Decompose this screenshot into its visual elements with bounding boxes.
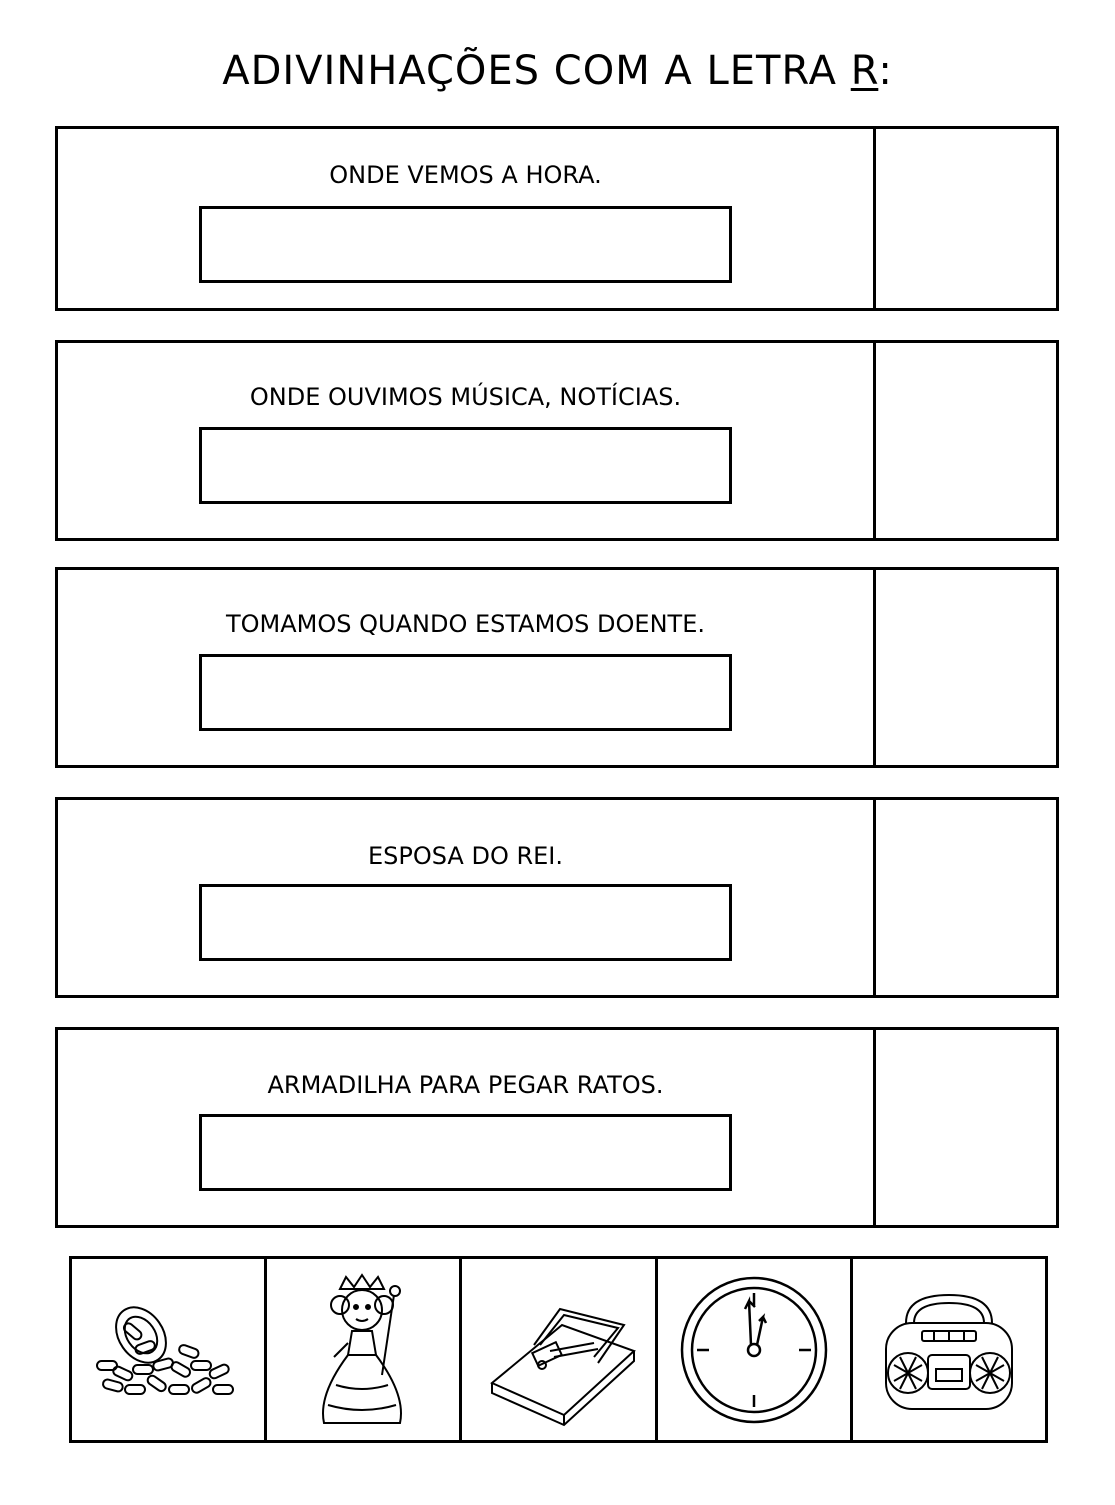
image-slot[interactable] — [870, 343, 1056, 538]
image-slot[interactable] — [870, 570, 1056, 765]
riddle-text-area: TOMAMOS QUANDO ESTAMOS DOENTE. — [58, 570, 876, 765]
mousetrap-icon — [489, 1307, 636, 1426]
riddle-text-area: ONDE OUVIMOS MÚSICA, NOTÍCIAS. — [58, 343, 876, 538]
picture-cell-radio[interactable] — [853, 1259, 1045, 1440]
answer-box[interactable] — [199, 1114, 732, 1191]
queen-icon — [322, 1272, 403, 1424]
riddle-text-area: ARMADILHA PARA PEGAR RATOS. — [58, 1030, 876, 1225]
riddle-card: TOMAMOS QUANDO ESTAMOS DOENTE. — [55, 567, 1059, 768]
clock-icon — [680, 1276, 827, 1423]
answer-box[interactable] — [199, 206, 732, 283]
title-letter: R — [850, 48, 879, 94]
page-title: ADIVINHAÇÕES COM A LETRA R: — [222, 48, 893, 94]
picture-cell-clock[interactable] — [658, 1259, 853, 1440]
riddle-question: ONDE OUVIMOS MÚSICA, NOTÍCIAS. — [249, 383, 682, 411]
answer-box[interactable] — [199, 654, 732, 731]
answer-box[interactable] — [199, 884, 732, 961]
image-slot[interactable] — [870, 800, 1056, 995]
riddle-card: ONDE VEMOS A HORA. — [55, 126, 1059, 311]
riddle-text-area: ESPOSA DO REI. — [58, 800, 876, 995]
riddle-card: ONDE OUVIMOS MÚSICA, NOTÍCIAS. — [55, 340, 1059, 541]
pills-icon — [96, 1305, 235, 1395]
image-slot[interactable] — [870, 1030, 1056, 1225]
picture-cell-queen[interactable] — [267, 1259, 463, 1440]
riddle-question: ARMADILHA PARA PEGAR RATOS. — [267, 1071, 664, 1099]
riddle-question: TOMAMOS QUANDO ESTAMOS DOENTE. — [226, 610, 705, 638]
riddle-question: ONDE VEMOS A HORA. — [329, 161, 602, 189]
picture-strip — [69, 1256, 1048, 1443]
riddle-card: ARMADILHA PARA PEGAR RATOS. — [55, 1027, 1059, 1228]
picture-cell-mousetrap[interactable] — [462, 1259, 658, 1440]
radio-icon — [884, 1293, 1013, 1410]
picture-cell-pills[interactable] — [72, 1259, 268, 1440]
riddle-question: ESPOSA DO REI. — [367, 842, 564, 870]
answer-box[interactable] — [199, 427, 732, 504]
riddle-card: ESPOSA DO REI. — [55, 797, 1059, 998]
riddle-text-area: ONDE VEMOS A HORA. — [58, 129, 876, 308]
image-slot[interactable] — [870, 129, 1056, 308]
